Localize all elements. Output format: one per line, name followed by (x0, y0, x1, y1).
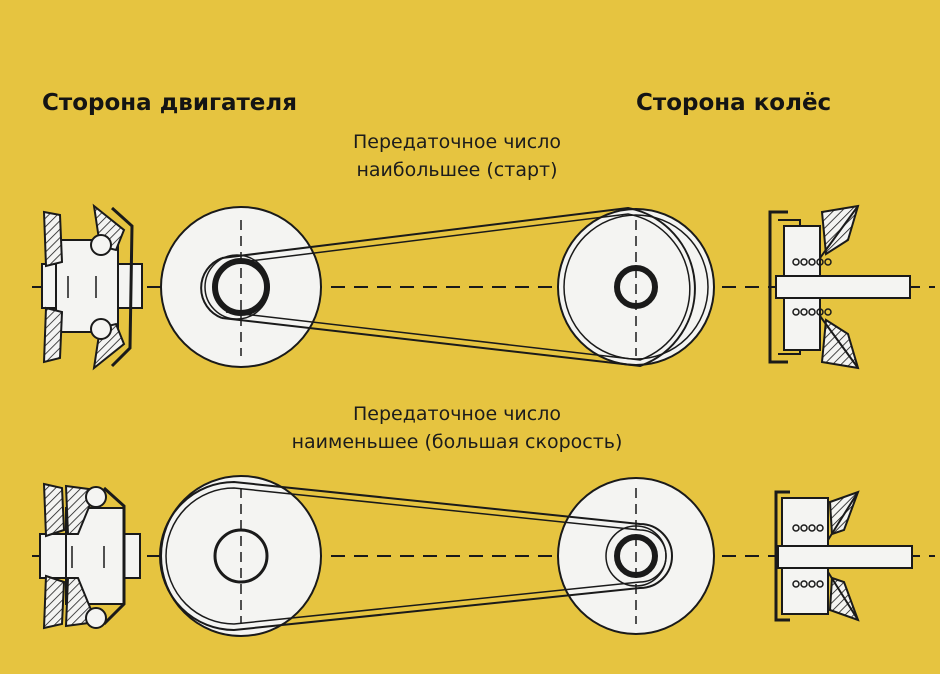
bottom-belt (159, 480, 673, 632)
bottom-caption: Передаточное число наименьшее (большая с… (292, 400, 623, 456)
top-drive-ramp-plate (110, 206, 134, 368)
bottom-drive-pulley (160, 475, 322, 637)
bottom-drive-fixed-face (42, 482, 66, 538)
top-driven-pulley (557, 208, 715, 366)
bottom-clutch-assembly (774, 490, 913, 622)
top-belt (200, 206, 696, 368)
top-clutch-spring (792, 258, 832, 316)
bottom-driven-pulley (557, 477, 715, 635)
top-drive-fixed-face (42, 210, 64, 268)
engine-side-label: Сторона двигателя (42, 90, 298, 116)
bottom-caption-line-1: Передаточное число (353, 403, 561, 425)
top-drive-variator (41, 203, 143, 371)
top-drive-roller (90, 234, 112, 256)
bottom-output-shaft (777, 545, 913, 569)
top-drive-hub (55, 239, 119, 333)
top-output-shaft (775, 275, 911, 299)
top-drive-pulley (160, 206, 322, 368)
top-caption: Передаточное число наибольшее (старт) (353, 128, 561, 184)
bottom-assembly (32, 475, 935, 637)
bottom-clutch-spring (792, 524, 824, 588)
top-clutch-assembly (768, 204, 911, 370)
top-clutch-bell (768, 210, 788, 364)
bottom-drive-roller (85, 486, 107, 508)
bottom-drive-ramp-plate (102, 486, 126, 626)
top-caption-line-2: наибольшее (старт) (356, 159, 558, 181)
bottom-caption-line-2: наименьшее (большая скорость) (291, 431, 623, 453)
bottom-drive-variator (39, 482, 141, 630)
bottom-clutch-bell (774, 490, 790, 622)
top-assembly (32, 203, 935, 371)
top-caption-line-1: Передаточное число (353, 131, 561, 153)
wheel-side-label: Сторона колёс (636, 90, 832, 116)
